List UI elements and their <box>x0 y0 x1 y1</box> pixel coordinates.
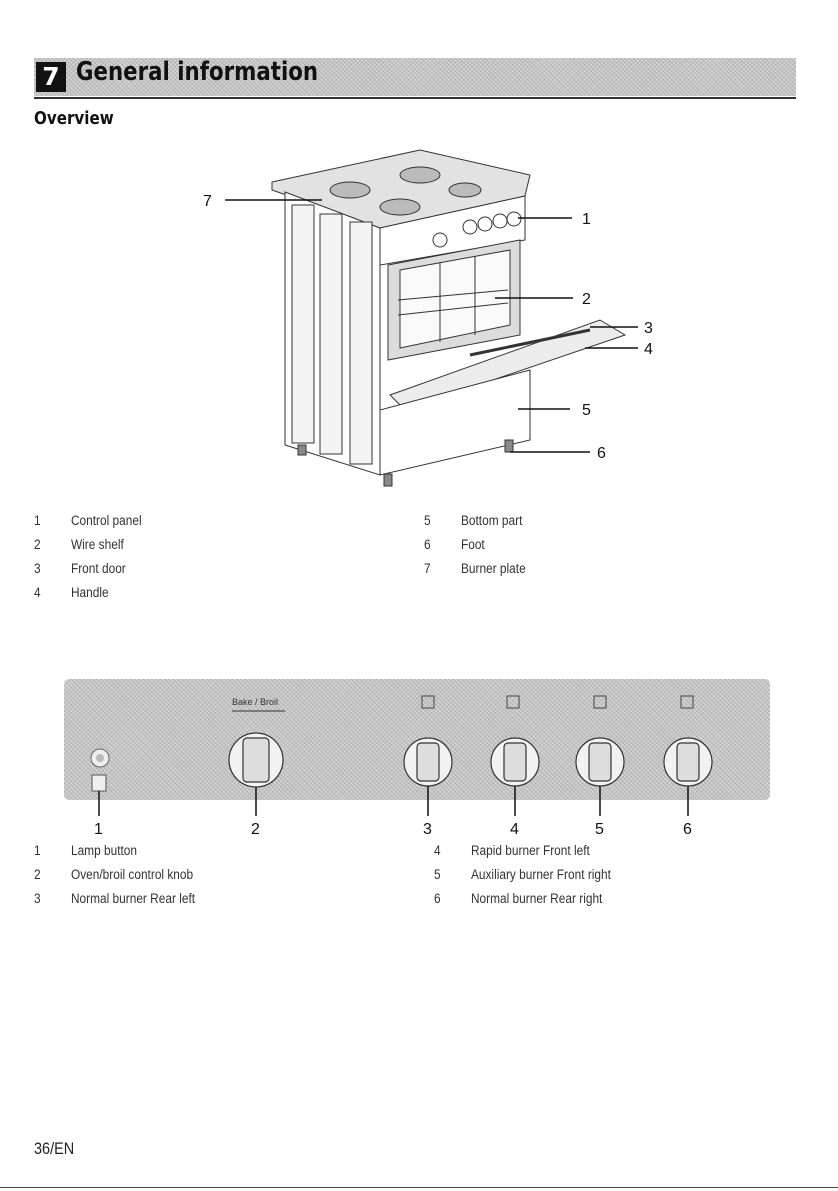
footer-divider <box>0 1187 838 1188</box>
oven-callout-1: 1 <box>582 211 591 228</box>
oven-callout-6: 6 <box>597 445 606 462</box>
oven-callout-5: 5 <box>582 402 591 419</box>
chapter-title: General information <box>76 57 319 87</box>
panel-callout-5: 5 <box>595 821 604 838</box>
burner-front-left-icon <box>506 695 520 709</box>
bake-broil-label: Bake / Broil <box>232 697 278 707</box>
control-panel-overlay: Bake / Broil 1 2 3 4 5 6 <box>90 695 713 838</box>
panel-callout-4: 4 <box>510 821 519 838</box>
chapter-header-bar <box>34 58 796 96</box>
page-number: 36/EN <box>34 1139 75 1158</box>
oven-callout-2: 2 <box>582 291 591 308</box>
chapter-number-badge: 7 <box>36 62 66 92</box>
oven-callout-3: 3 <box>644 320 653 337</box>
panel-callout-3: 3 <box>423 821 432 838</box>
panel-callout-1: 1 <box>94 821 103 838</box>
panel-callout-6: 6 <box>683 821 692 838</box>
oven-callout-4: 4 <box>644 341 653 358</box>
burner-rear-left-icon <box>421 695 435 709</box>
header-divider <box>34 97 796 99</box>
section-title: Overview <box>34 108 114 129</box>
burner-front-right-icon <box>593 695 607 709</box>
burner-rear-right-icon <box>680 695 694 709</box>
panel-callout-2: 2 <box>251 821 260 838</box>
oven-illustration: 7 1 2 3 4 5 6 <box>203 149 653 487</box>
oven-callout-7: 7 <box>203 193 212 210</box>
